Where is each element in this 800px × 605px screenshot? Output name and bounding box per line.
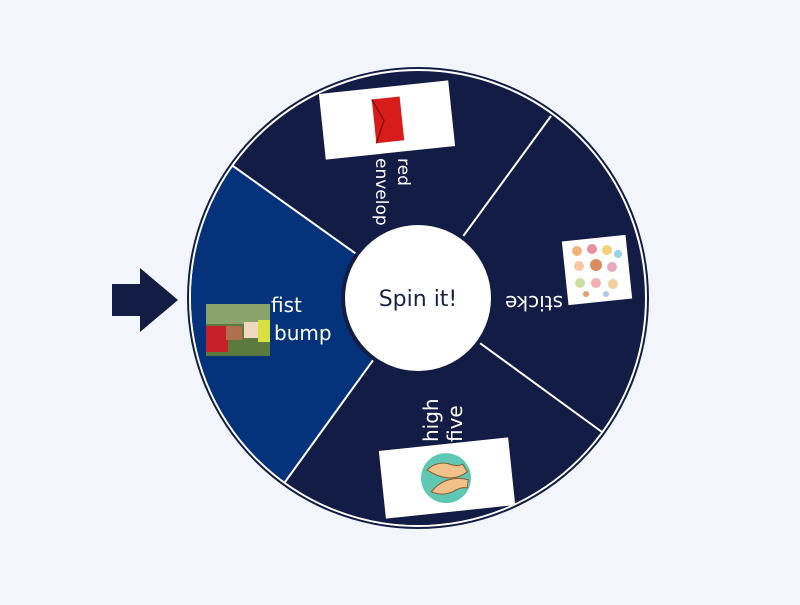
red-envelope-image [371,96,405,144]
segment-label-fist-bump-line1: fist [271,293,302,317]
fist-bump-photo [206,304,270,356]
segment-red-envelope[interactable] [233,72,551,298]
segment-label-red-envelope-line1: red [393,158,413,186]
wheel-rim [189,69,647,527]
segment-label-red-envelope-line2: envelop [371,158,391,226]
high-five-hands-image [421,453,472,504]
segment-sticker[interactable] [418,116,645,432]
sticker-sheet-image [572,244,622,297]
arrow-right-icon [112,268,178,332]
segment-label-fist-bump-line2: bump [274,321,332,345]
spin-button[interactable] [345,225,491,371]
segment-label-high-five-line1: high [419,398,443,442]
segment-label-high-five-line2: five [443,405,467,442]
high-five-card [378,437,516,519]
segment-label-sticker: sticke [505,291,563,315]
segment-fist-bump[interactable] [191,166,418,482]
red-envelope-card [318,80,456,160]
segment-high-five[interactable] [285,298,602,525]
sticker-card [561,234,633,306]
spin-button-label: Spin it! [379,287,458,312]
